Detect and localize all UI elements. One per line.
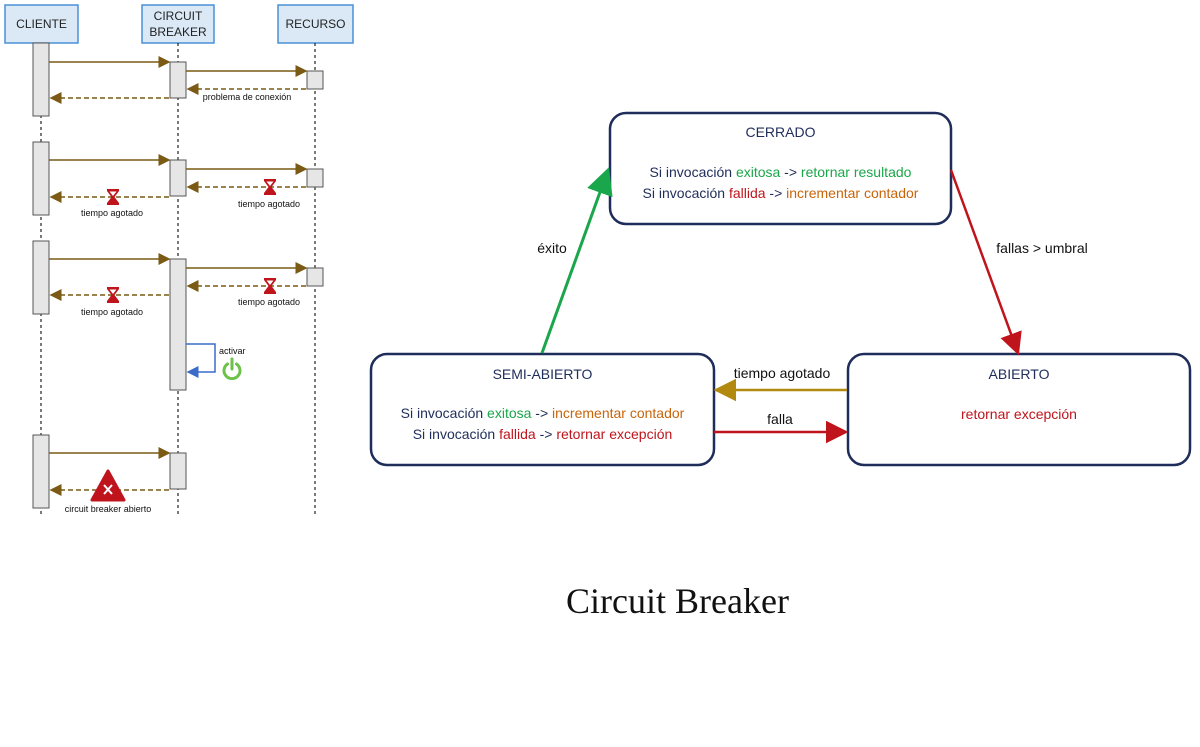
scenario-breaker-open: circuit breaker abierto <box>32 434 187 514</box>
message-connection-problem: problema de conexión <box>203 92 292 102</box>
participant-circuit-label: CIRCUIT <box>154 9 203 23</box>
message-timeout: tiempo agotado <box>238 199 300 209</box>
sequence-diagram: CLIENTE CIRCUIT BREAKER RECURSO problema… <box>4 4 354 517</box>
figure-caption: Circuit Breaker <box>566 581 789 621</box>
participant-breaker-label: BREAKER <box>149 25 207 39</box>
state-closed: CERRADO Si invocación exitosa -> retorna… <box>608 111 953 226</box>
scenario-connection-problem: problema de conexión <box>32 42 324 117</box>
participant-recurso: RECURSO <box>277 4 354 44</box>
transition-success-label: éxito <box>537 240 567 256</box>
state-open: ABIERTO retornar excepción <box>846 352 1192 467</box>
participant-circuit-breaker: CIRCUIT BREAKER <box>141 4 215 44</box>
message-timeout: tiempo agotado <box>81 307 143 317</box>
state-closed-title: CERRADO <box>745 124 815 140</box>
participant-cliente: CLIENTE <box>4 4 79 44</box>
state-half-open-title: SEMI-ABIERTO <box>493 366 593 382</box>
transition-failures-arrow <box>949 169 1022 356</box>
transition-failures-label: fallas > umbral <box>996 240 1087 256</box>
power-icon <box>222 357 242 381</box>
message-timeout: tiempo agotado <box>238 297 300 307</box>
warning-icon <box>90 469 126 502</box>
participant-recurso-label: RECURSO <box>285 17 345 31</box>
scenario-timeout-1: tiempo agotado tiempo agotado <box>32 141 324 218</box>
message-breaker-open: circuit breaker abierto <box>65 504 152 514</box>
state-open-action: retornar excepción <box>961 406 1077 422</box>
participant-cliente-label: CLIENTE <box>16 17 67 31</box>
transition-success-arrow <box>540 167 613 354</box>
state-half-open: SEMI-ABIERTO Si invocación exitosa -> in… <box>369 352 716 467</box>
state-diagram: CERRADO Si invocación exitosa -> retorna… <box>369 111 1192 467</box>
message-activate: activar <box>219 346 246 356</box>
state-half-open-rule-success: Si invocación exitosa -> incrementar con… <box>401 405 685 421</box>
state-half-open-rule-failure: Si invocación fallida -> retornar excepc… <box>413 426 673 442</box>
scenario-timeout-activate: tiempo agotado tiempo agotado activar <box>32 240 324 391</box>
transition-timeout-label: tiempo agotado <box>734 365 831 381</box>
state-closed-rule-failure: Si invocación fallida -> incrementar con… <box>643 185 919 201</box>
state-open-title: ABIERTO <box>989 366 1050 382</box>
transition-failure-label: falla <box>767 411 793 427</box>
state-closed-rule-success: Si invocación exitosa -> retornar result… <box>650 164 912 180</box>
message-timeout: tiempo agotado <box>81 208 143 218</box>
